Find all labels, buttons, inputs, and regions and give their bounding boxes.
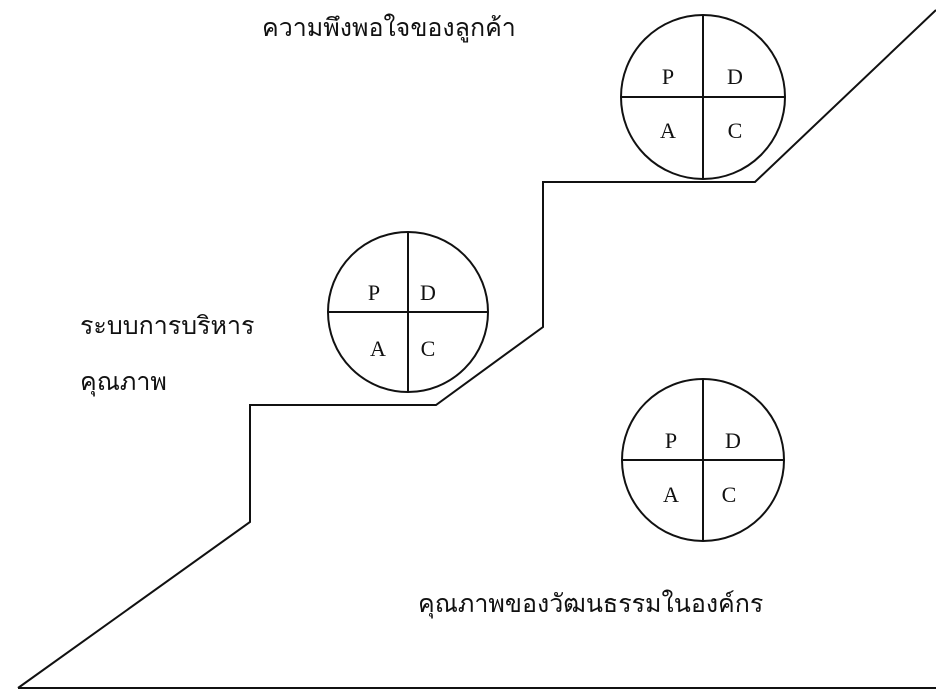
pdca-wheel-middle: P D A C (327, 231, 489, 393)
quadrant-check: C (421, 336, 436, 361)
quadrant-act: A (370, 336, 386, 361)
quadrant-plan: P (662, 64, 674, 89)
pdca-wheel-top: P D A C (620, 14, 786, 180)
quadrant-check: C (728, 118, 743, 143)
label-organizational-culture-quality: คุณภาพของวัฒนธรรมในองค์กร (418, 589, 764, 618)
pdca-wheel-bottom: P D A C (621, 378, 785, 542)
quadrant-act: A (663, 482, 679, 507)
quadrant-plan: P (368, 280, 380, 305)
label-quality-management-system-line1: ระบบการบริหาร (80, 311, 255, 340)
quadrant-do: D (727, 64, 743, 89)
staircase-line (17, 9, 936, 689)
label-quality-management-system-line2: คุณภาพ (80, 367, 167, 396)
label-customer-satisfaction: ความพึงพอใจของลูกค้า (262, 13, 516, 42)
quadrant-do: D (725, 428, 741, 453)
quadrant-check: C (722, 482, 737, 507)
quadrant-act: A (660, 118, 676, 143)
quadrant-plan: P (665, 428, 677, 453)
quadrant-do: D (420, 280, 436, 305)
